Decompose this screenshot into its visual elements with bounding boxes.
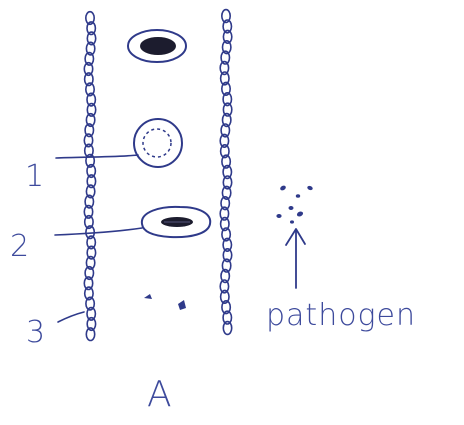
label-1: 1 <box>25 159 44 194</box>
leader-line-2 <box>55 228 142 235</box>
left-vessel-wall <box>84 12 95 341</box>
leader-line-1 <box>56 155 138 158</box>
label-2: 2 <box>10 229 29 264</box>
panel-label: A <box>147 374 172 415</box>
pathogen-label: pathogen <box>266 298 416 333</box>
platelet-fragments-3 <box>144 294 186 310</box>
leader-line-3 <box>58 312 84 322</box>
dark-nucleus-cell <box>128 30 186 62</box>
right-vessel-wall <box>220 10 232 335</box>
round-cell-1 <box>134 119 182 167</box>
pathogen-arrow <box>286 229 305 288</box>
pathogen-particles <box>276 185 313 224</box>
migrating-cell-2 <box>142 207 210 237</box>
label-3: 3 <box>26 315 45 350</box>
